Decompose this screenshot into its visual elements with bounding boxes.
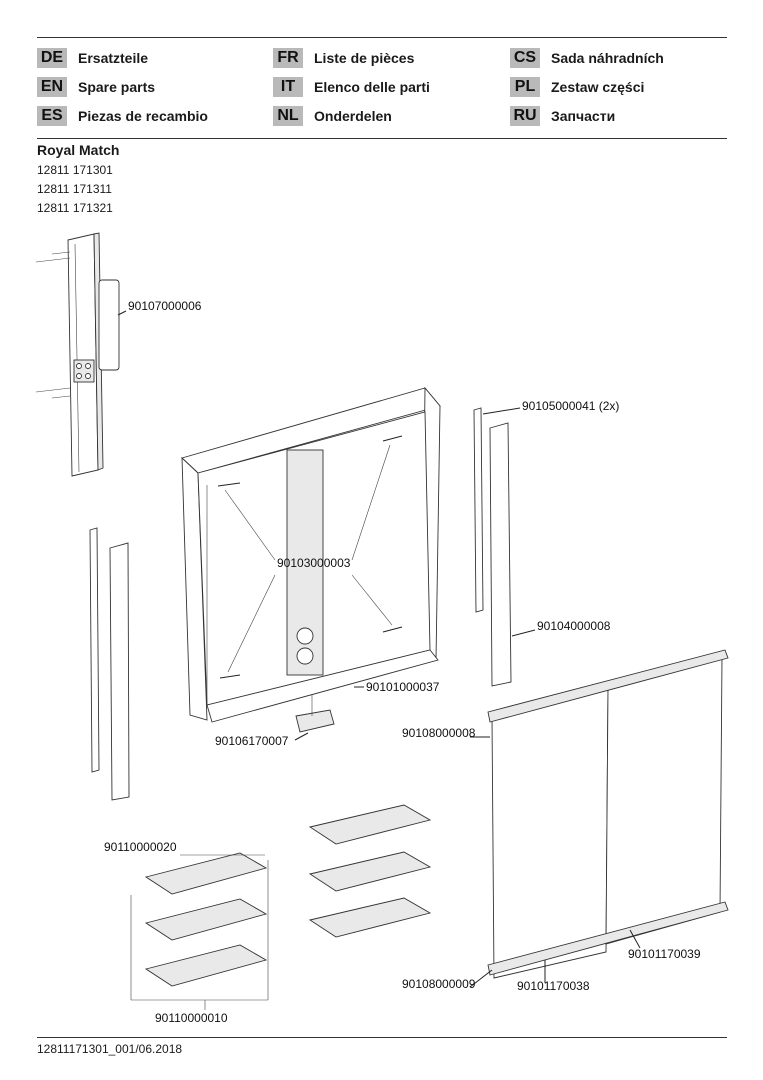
lang-it: IT Elenco delle parti — [273, 76, 430, 97]
lang-cs: CS Sada náhradních — [510, 47, 664, 68]
shelves-drawing — [130, 804, 432, 1010]
lang-code: FR — [273, 47, 303, 68]
lang-code: NL — [273, 105, 303, 126]
lang-ru: RU Запчасти — [510, 105, 615, 126]
part-label-hinge-strip: 90105000041 (2x) — [522, 399, 619, 413]
document-number: 12811171301_001/06.2018 — [37, 1042, 183, 1056]
part-label-switch: 90106170007 — [215, 734, 289, 748]
product-code: 12811 171321 — [37, 201, 113, 215]
lang-label: Запчасти — [551, 107, 616, 124]
lang-code: ES — [37, 105, 67, 126]
lang-es: ES Piezas de recambio — [37, 105, 208, 126]
part-label-door-left: 90101170038 — [517, 979, 590, 993]
part-label-shelf-clips: 90110000020 — [104, 840, 177, 854]
footer-rule — [37, 1037, 727, 1038]
part-label-shelves: 90110000010 — [155, 1011, 228, 1025]
part-label-top-fitting: 90108000008 — [402, 726, 476, 740]
lang-code: EN — [37, 76, 67, 97]
part-label-cap: 90101000037 — [366, 680, 440, 694]
lang-de: DE Ersatzteile — [37, 47, 148, 68]
lang-fr: FR Liste de pièces — [273, 47, 414, 68]
mirror-doors-drawing — [469, 649, 729, 988]
lang-label: Sada náhradních — [551, 49, 664, 66]
lang-code: IT — [273, 76, 303, 97]
part-label-bottom-fitting: 90108000009 — [402, 977, 476, 991]
product-code: 12811 171311 — [37, 182, 112, 196]
lang-code: PL — [510, 76, 540, 97]
lang-label: Elenco delle parti — [314, 78, 430, 95]
left-strip-drawing — [89, 527, 130, 801]
lang-en: EN Spare parts — [37, 76, 155, 97]
lang-label: Spare parts — [78, 78, 156, 95]
lang-label: Ersatzteile — [78, 49, 149, 66]
side-panel-drawing — [35, 232, 127, 477]
lang-label: Piezas de recambio — [78, 107, 208, 124]
header-rule — [37, 138, 727, 139]
part-label-side-panel: 90107000006 — [128, 299, 202, 313]
lang-code: CS — [510, 47, 540, 68]
lang-code: RU — [510, 105, 540, 126]
part-label-side-cover: 90104000008 — [537, 619, 611, 633]
product-code: 12811 171301 — [37, 163, 113, 177]
lang-code: DE — [37, 47, 67, 68]
lang-label: Liste de pièces — [314, 49, 415, 66]
top-rule — [37, 37, 727, 38]
part-label-door-right: 90101170039 — [628, 947, 701, 961]
right-strip-drawing — [473, 407, 536, 687]
lang-pl: PL Zestaw części — [510, 76, 644, 97]
lang-label: Zestaw części — [551, 78, 645, 95]
product-name: Royal Match — [37, 142, 120, 158]
lang-nl: NL Onderdelen — [273, 105, 392, 126]
lang-label: Onderdelen — [314, 107, 392, 124]
part-label-glass-clips: 90103000003 — [277, 556, 351, 570]
cabinet-body-drawing — [181, 386, 441, 741]
